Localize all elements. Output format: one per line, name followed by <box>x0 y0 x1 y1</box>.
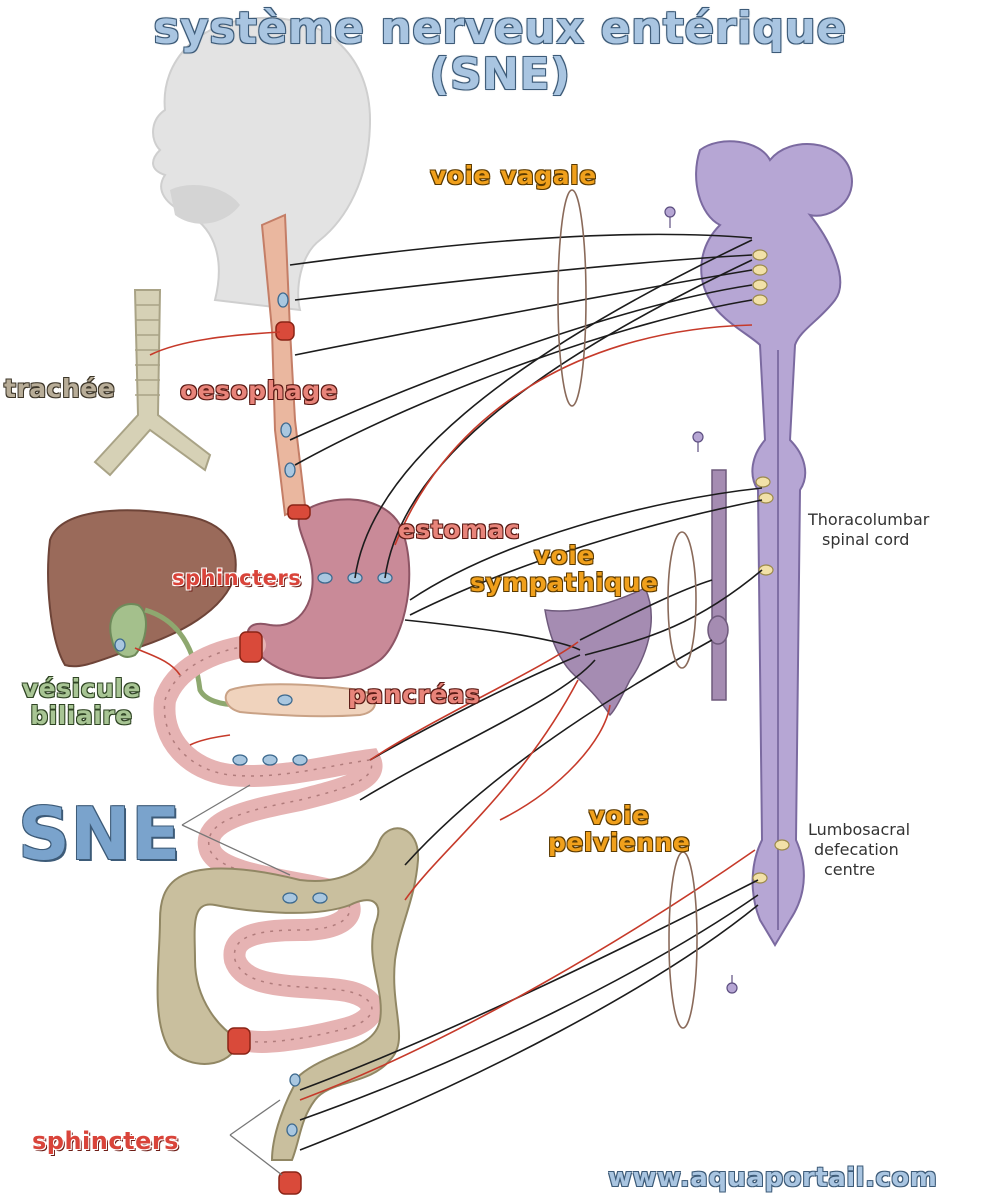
sphincter-lower-oesophageal <box>287 504 311 520</box>
lumbosacral-line-1: Lumbosacral <box>808 820 911 839</box>
oesophage-label: oesophage <box>180 376 339 405</box>
sphincters-upper-label: sphincters <box>172 566 302 590</box>
voie-pelvienne-label: voie pelvienne <box>548 802 690 856</box>
vesicule-line-2: biliaire <box>30 701 133 730</box>
sympathetic-chain <box>711 469 727 701</box>
liver <box>47 509 237 668</box>
trachee-label: trachée <box>4 374 116 403</box>
brainstem <box>695 140 853 947</box>
sphincters-lower-label: sphincters <box>32 1127 179 1155</box>
lumbosacral-line-3: centre <box>824 860 876 879</box>
voie-sympathique-label: voie sympathique <box>470 542 658 596</box>
pancreas <box>224 683 376 718</box>
title-line-1: système nerveux entérique <box>153 3 847 54</box>
pelvic-pathway-loop <box>668 851 698 1029</box>
sne-pointer-lines <box>181 784 291 1176</box>
sphincter-pyloric <box>239 631 263 663</box>
thoracolumbar-label: Thoracolumbar spinal cord <box>808 510 929 550</box>
lumbosacral-line-2: defecation <box>814 840 899 859</box>
bile-duct <box>144 607 241 708</box>
lumbosacral-label: Lumbosacral defecation centre <box>808 820 910 880</box>
sphincters-group <box>227 321 311 1195</box>
enteric-ganglia <box>114 292 393 1137</box>
page-title: système nerveux entérique (SNE) <box>0 6 1000 98</box>
voie-sympathique-line-2: sympathique <box>470 568 659 597</box>
mouth-cavity <box>170 185 240 224</box>
pathway-loops <box>557 189 698 1029</box>
sphincter-anal <box>278 1171 302 1195</box>
voie-vagale-label: voie vagale <box>430 161 597 190</box>
voie-pelvienne-line-1: voie <box>588 801 650 830</box>
vagal-pathway-loop <box>557 189 587 407</box>
thoracolumbar-line-2: spinal cord <box>822 530 910 549</box>
estomac-label: estomac <box>398 515 521 544</box>
sphincter-upper-oesophageal <box>275 321 295 341</box>
stomach <box>246 498 411 680</box>
watermark-url[interactable]: www.aquaportail.com <box>608 1163 938 1193</box>
efferent-fibres <box>134 324 756 1101</box>
voie-sympathique-line-1: voie <box>533 541 595 570</box>
sphincter-ileocecal <box>227 1027 251 1055</box>
trachea <box>93 289 212 477</box>
thoracolumbar-line-1: Thoracolumbar <box>808 510 930 529</box>
sympathetic-pathway-loop <box>667 531 697 669</box>
vesicule-line-1: vésicule <box>22 674 141 703</box>
sne-label: SNE <box>18 792 181 876</box>
pancreas-label: pancréas <box>348 680 481 709</box>
vesicule-biliaire-label: vésicule biliaire <box>22 675 141 729</box>
spinal-nuclei <box>752 249 790 884</box>
head-silhouette <box>152 16 372 312</box>
voie-pelvienne-line-2: pelvienne <box>548 828 691 857</box>
afferent-markers <box>664 206 738 994</box>
vagal-fibres <box>289 233 763 1151</box>
title-line-2: (SNE) <box>429 49 571 100</box>
